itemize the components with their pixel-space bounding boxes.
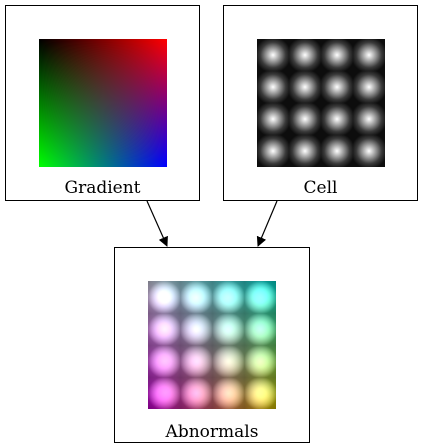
- gradient-label: Gradient: [64, 178, 141, 198]
- gradient-image: [39, 39, 167, 167]
- cell-tile: [289, 103, 321, 135]
- cell-tile: [353, 135, 385, 167]
- cell-tile: [257, 135, 289, 167]
- cell-tile: [257, 103, 289, 135]
- cell-tile: [321, 135, 353, 167]
- cell-tile: [289, 39, 321, 71]
- gradient-node[interactable]: Gradient: [5, 5, 200, 201]
- cell-tile: [257, 71, 289, 103]
- edge-gradient-to-abnormals: [146, 200, 168, 247]
- edge-cell-to-abnormals: [256, 200, 278, 247]
- cell-tile: [257, 39, 289, 71]
- cell-tile: [289, 71, 321, 103]
- cell-label: Cell: [303, 178, 338, 198]
- cell-tile: [321, 39, 353, 71]
- cell-tile: [289, 135, 321, 167]
- abnormals-node[interactable]: Abnormals: [114, 247, 310, 443]
- cell-image: [257, 39, 385, 167]
- cell-tile: [353, 39, 385, 71]
- cell-tile: [353, 71, 385, 103]
- cell-tile: [321, 103, 353, 135]
- cell-node[interactable]: Cell: [223, 5, 418, 201]
- cell-tile: [321, 71, 353, 103]
- abnormals-label: Abnormals: [165, 422, 259, 442]
- abnormals-image: [148, 281, 276, 409]
- cell-tile: [353, 103, 385, 135]
